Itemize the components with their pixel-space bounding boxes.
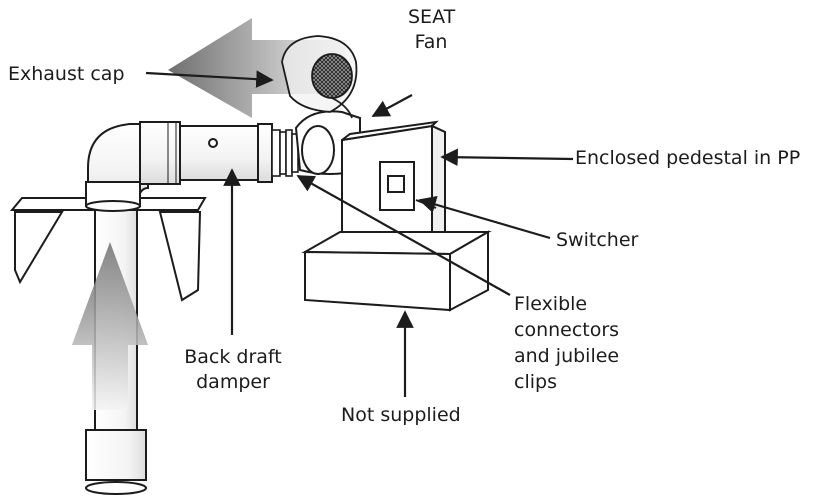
label-pointers	[145, 70, 574, 397]
label-back-draft-line2: damper	[196, 371, 270, 393]
pointer-enclosed-pedestal	[440, 148, 574, 167]
label-flexible-line4: clips	[514, 371, 557, 393]
label-flexible-line1: Flexible	[514, 293, 588, 315]
label-flexible-line3: and jubilee	[514, 345, 620, 367]
horizontal-duct	[139, 121, 273, 185]
pointer-switcher	[418, 195, 551, 240]
flexible-connector	[271, 129, 299, 177]
airflow-up-arrow-overlay	[72, 242, 148, 410]
label-enclosed-pedestal: Enclosed pedestal in PP	[575, 147, 801, 169]
support-block	[301, 230, 492, 312]
label-not-supplied: Not supplied	[341, 404, 461, 426]
label-switcher: Switcher	[556, 229, 639, 251]
label-fan-line2: Fan	[414, 31, 448, 53]
pointer-seat-fan	[371, 94, 413, 117]
pointer-exhaust-cap	[145, 70, 274, 88]
label-exhaust-cap: Exhaust cap	[8, 63, 125, 85]
label-flexible-line2: connectors	[514, 319, 620, 341]
exhaust-cap	[281, 35, 358, 119]
pointer-flexible-connectors	[296, 175, 511, 296]
label-back-draft-line1: Back draft	[184, 346, 282, 368]
duct-elbow	[85, 123, 149, 212]
label-seat-line1: SEAT	[408, 6, 456, 28]
